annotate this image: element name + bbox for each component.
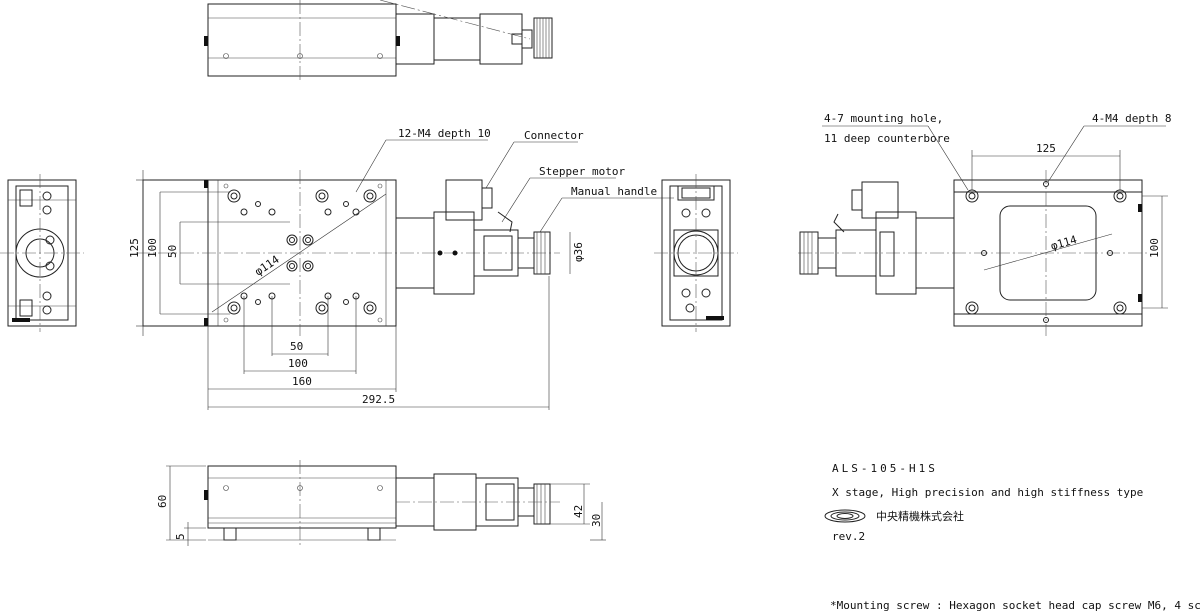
main-view-dimensions: 125 100 50 50 100 160 292.5 φ36 — [128, 170, 585, 410]
tapped-holes-label: 12-M4 depth 10 — [398, 127, 491, 140]
dim-60: 60 — [156, 495, 169, 508]
stepper-motor-label: Stepper motor — [539, 165, 625, 178]
title-block: ALS-105-H1S X stage, High precision and … — [824, 462, 1200, 612]
main-plan-view: φ114 — [136, 170, 560, 336]
model-number: ALS-105-H1S — [832, 462, 938, 475]
dim-160: 160 — [292, 375, 312, 388]
dim-50-left: 50 — [166, 245, 179, 258]
dim-phi36: φ36 — [572, 242, 585, 262]
right-end-view — [654, 174, 738, 332]
connector-label: Connector — [524, 129, 584, 142]
company-logo — [824, 509, 866, 523]
m4-depth-label: 4-M4 depth 8 — [1092, 112, 1171, 125]
revision: rev.2 — [832, 530, 865, 543]
footnote: *Mounting screw : Hexagon socket head ca… — [830, 599, 1200, 612]
mounting-hole-label-2: 11 deep counterbore — [824, 132, 950, 145]
bottom-plan-view: φ114 — [798, 170, 1150, 336]
dim-5: 5 — [174, 533, 187, 540]
company-name: 中央精機株式会社 — [876, 509, 964, 523]
bottom-view-dimensions: 125 100 4-7 mounting hole, 11 deep count… — [822, 112, 1171, 309]
dim-100-left: 100 — [146, 238, 159, 258]
counterbore-holes — [227, 189, 377, 315]
dim-30: 30 — [590, 514, 603, 527]
main-view-callouts: 12-M4 depth 10 Connector Stepper motor M… — [355, 127, 674, 233]
front-elevation-view — [204, 460, 560, 546]
dim-42: 42 — [572, 505, 585, 518]
model-description: X stage, High precision and high stiffne… — [832, 486, 1143, 499]
dim-100-bottom: 100 — [288, 357, 308, 370]
dim-125-left: 125 — [128, 238, 141, 258]
left-end-view — [0, 174, 84, 332]
front-elevation-dimensions: 60 5 42 30 — [156, 465, 606, 546]
top-elevation-view — [204, 0, 553, 80]
dim-50-bottom: 50 — [290, 340, 303, 353]
manual-handle-label: Manual handle — [571, 185, 657, 198]
dim-125-right: 125 — [1036, 142, 1056, 155]
dim-100-right: 100 — [1148, 238, 1161, 258]
dim-292-5: 292.5 — [362, 393, 395, 406]
phi114-right-label: φ114 — [1049, 233, 1078, 253]
mounting-hole-label-1: 4-7 mounting hole, — [824, 112, 943, 125]
